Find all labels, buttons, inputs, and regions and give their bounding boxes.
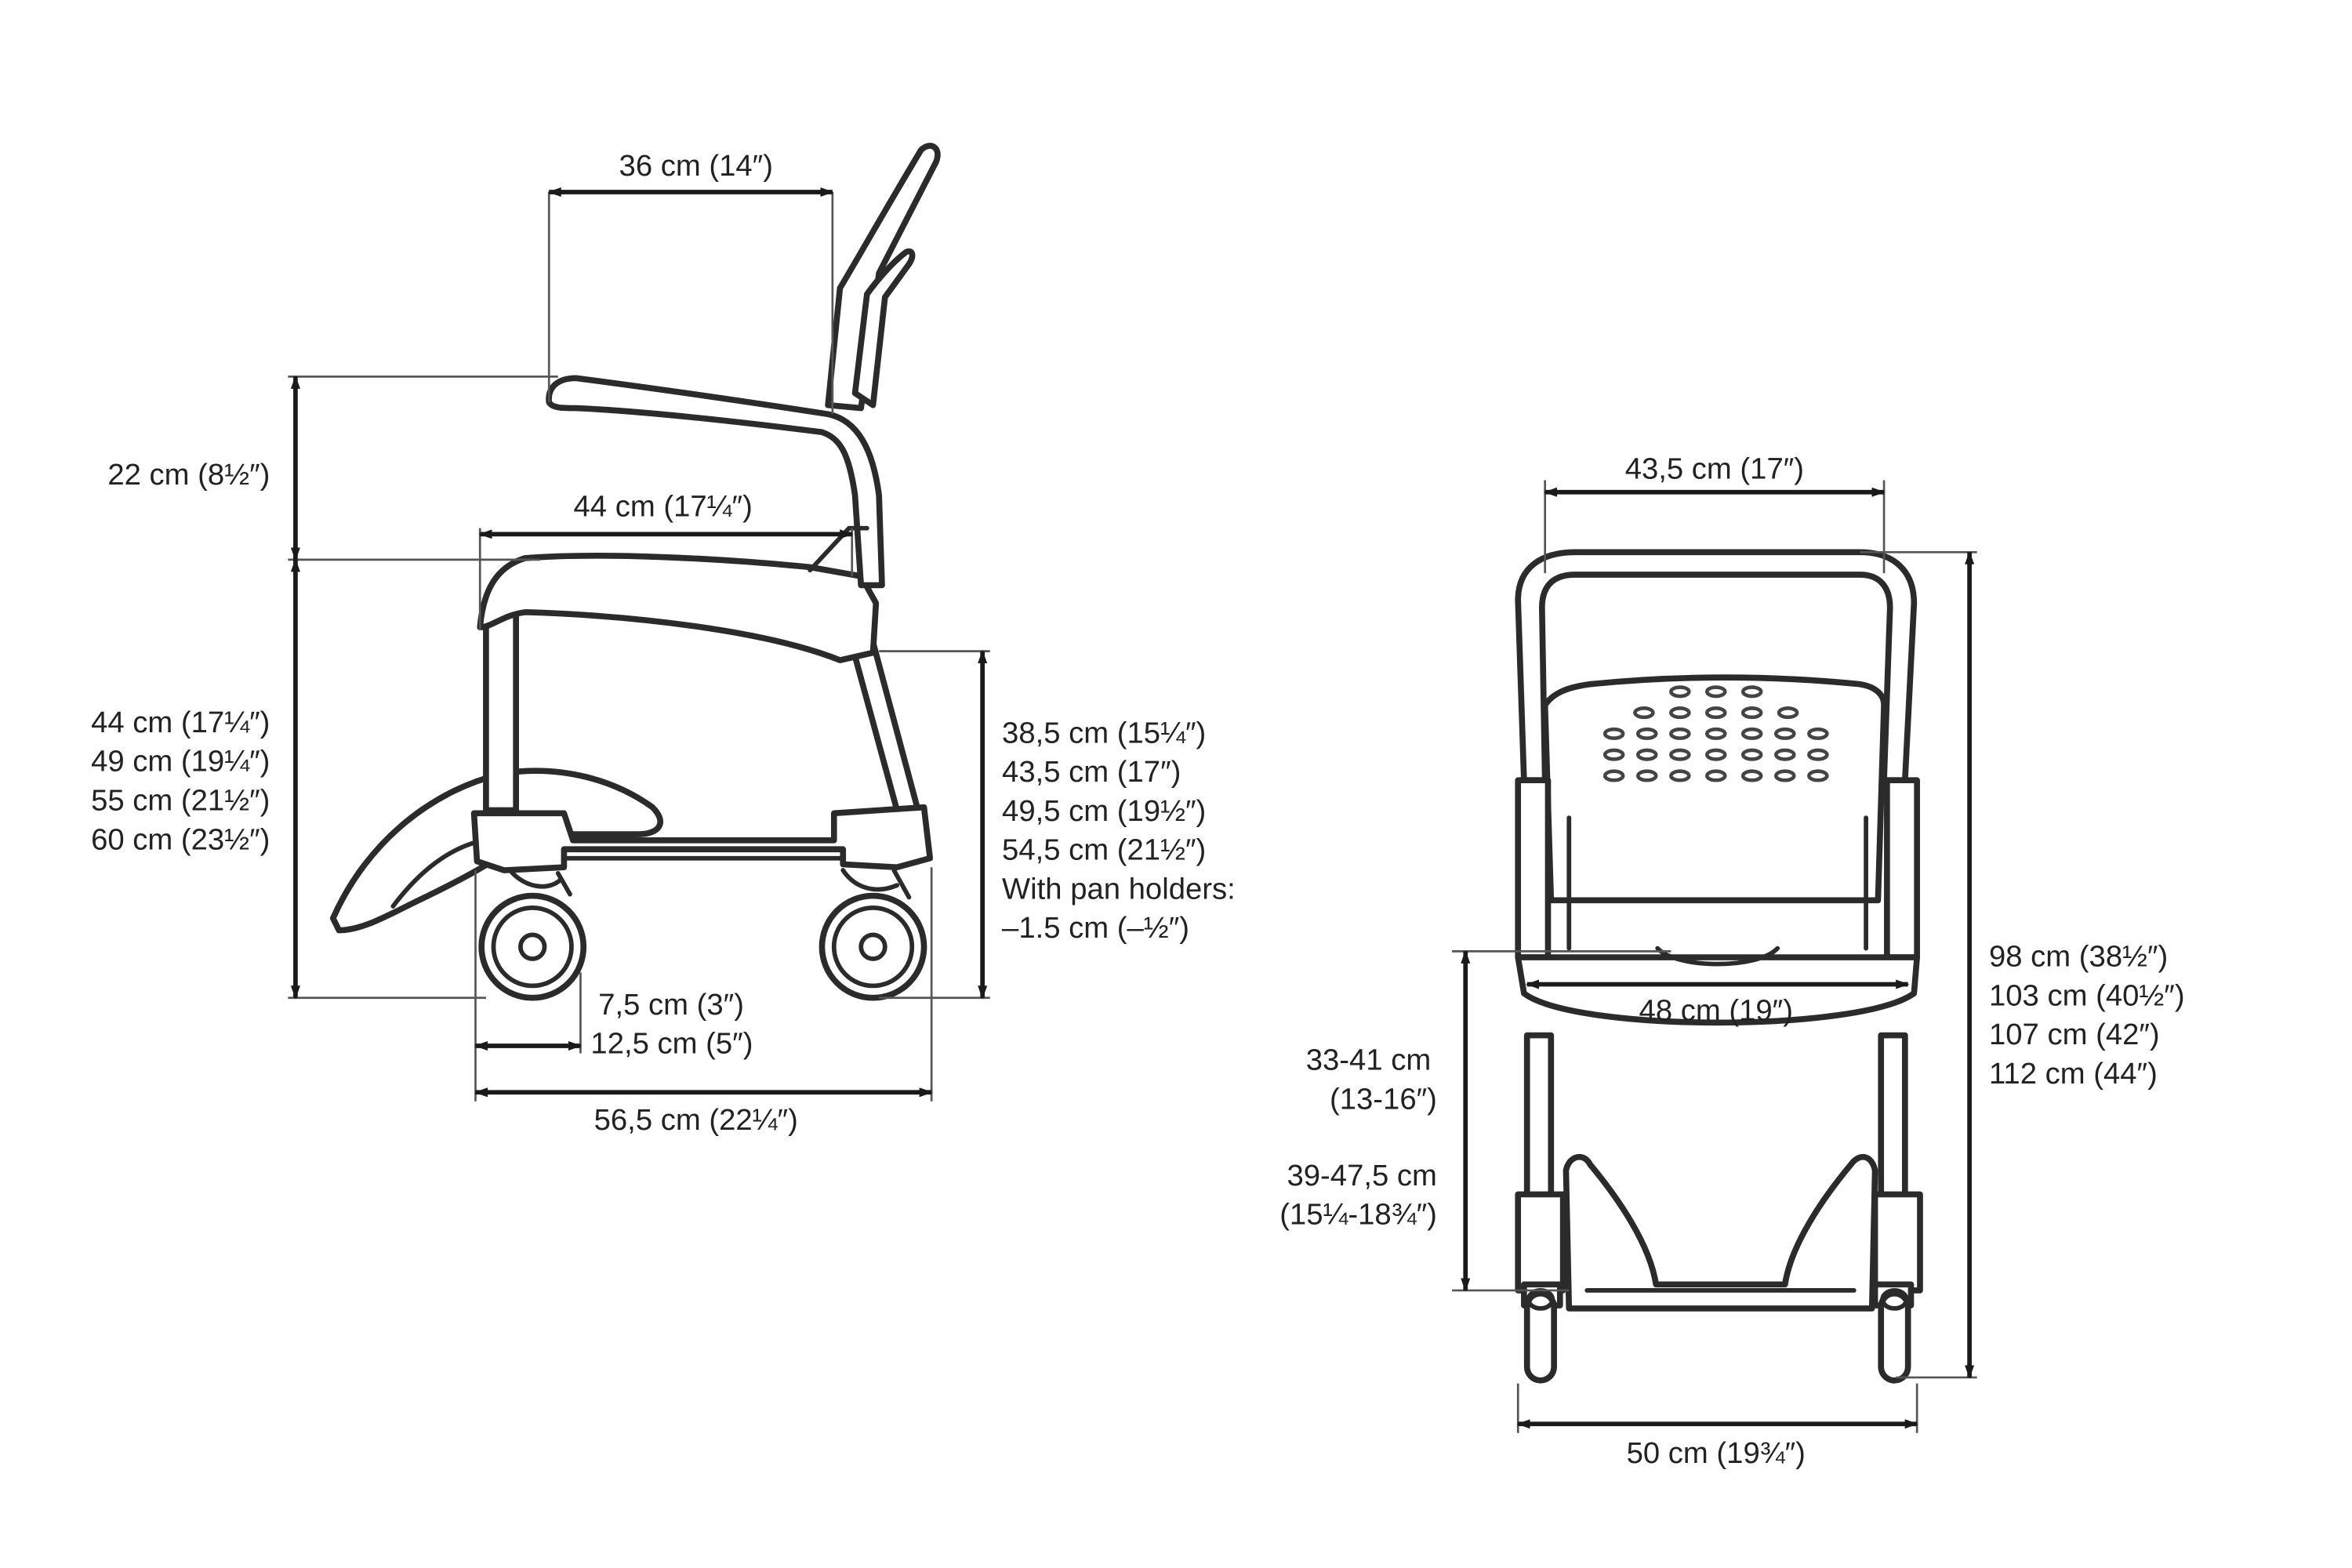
front-view-extension-lines (1452, 480, 1977, 1433)
seat-height-label: 49 cm (19¼″) (91, 745, 270, 779)
front-right-caster (1871, 1281, 1915, 1384)
rear-caster-wheel (478, 868, 587, 1001)
side-view-extension-lines (288, 191, 990, 1102)
total-height-label: 112 cm (44″) (1989, 1057, 2158, 1091)
total-height-label: 98 cm (38½″) (1989, 940, 2168, 974)
front-view: 43,5 cm (17″) 48 cm (19″) 98 cm (38½″) 1… (1279, 452, 2184, 1471)
seat-height-label: 60 cm (23½″) (91, 822, 270, 856)
total-depth-label: 56,5 cm (22¼″) (594, 1103, 798, 1137)
front-view-dimension-arrows (1461, 487, 1975, 1429)
seat-height-labels: 44 cm (17¼″) 49 cm (19¼″) 55 cm (21½″) 6… (91, 706, 270, 856)
front-view-chair-drawing (1515, 549, 1923, 1384)
seat-height-label: 55 cm (21½″) (91, 783, 270, 817)
under-seat-height-labels: 38,5 cm (15¼″) 43,5 cm (17″) 49,5 cm (19… (1002, 716, 1236, 945)
total-height-label: 103 cm (40½″) (1989, 978, 2185, 1012)
total-height-labels: 98 cm (38½″) 103 cm (40½″) 107 cm (42″) … (1989, 940, 2185, 1091)
backrest-drainage-holes (1602, 685, 1829, 782)
backrest-width-label: 43,5 cm (17″) (1625, 452, 1804, 486)
footrest-height-label: 33-41 cm (1306, 1044, 1431, 1077)
seat-height-label: 44 cm (17¼″) (91, 706, 270, 739)
wheel-size-label: 7,5 cm (3″) (598, 988, 744, 1022)
total-width-label: 50 cm (19¾″) (1627, 1436, 1806, 1470)
total-height-label: 107 cm (42″) (1989, 1018, 2160, 1051)
front-left-caster (1521, 1281, 1563, 1384)
side-view: 36 cm (14″) 22 cm (8½″) 44 cm (17¼″) 44 … (91, 143, 1236, 1137)
under-seat-height-label: 38,5 cm (15¼″) (1002, 716, 1206, 750)
under-seat-height-label: 49,5 cm (19½″) (1002, 794, 1206, 828)
footrest-height-label: 39-47,5 cm (1287, 1159, 1437, 1192)
backrest-depth-label: 36 cm (14″) (619, 149, 773, 183)
under-seat-height-label: 43,5 cm (17″) (1002, 755, 1181, 789)
footrest-height-labels: 33-41 cm (13-16″) 39-47,5 cm (15¼-18¾″) (1279, 1044, 1437, 1232)
under-seat-height-label: 54,5 cm (21½″) (1002, 833, 1206, 867)
side-view-chair-drawing (329, 143, 941, 1001)
wheel-size-label: 12,5 cm (5″) (590, 1027, 753, 1061)
seat-depth-label: 44 cm (17¼″) (574, 489, 753, 523)
footrest-height-label: (13-16″) (1330, 1082, 1437, 1116)
seat-width-label: 48 cm (19″) (1639, 993, 1793, 1027)
side-view-dimension-arrows (290, 187, 988, 1098)
front-caster-wheel (818, 868, 927, 1001)
pan-holders-note: With pan holders: (1002, 872, 1236, 906)
pan-holders-adjustment: –1.5 cm (–½″) (1002, 911, 1189, 945)
footrest-height-label: (15¼-18¾″) (1279, 1198, 1437, 1232)
armrest-height-label: 22 cm (8½″) (107, 458, 270, 492)
